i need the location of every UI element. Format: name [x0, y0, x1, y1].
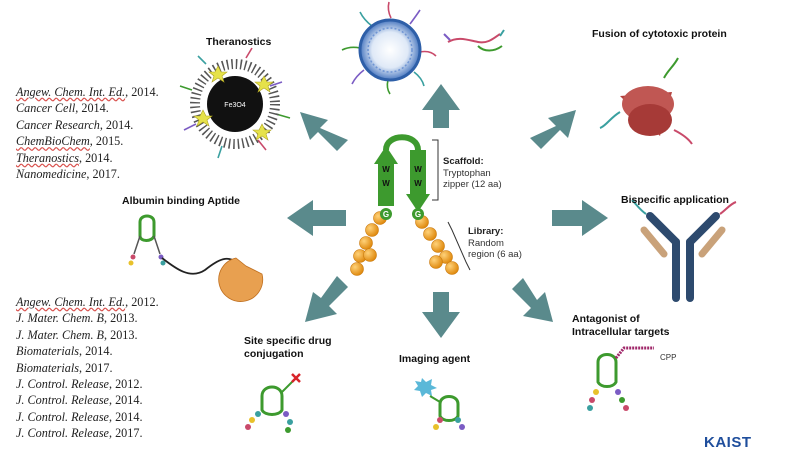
arrow-down-right: [512, 278, 553, 322]
label-site-specific: Site specific drug conjugation: [244, 335, 332, 360]
scaffold-annotation: Scaffold: Tryptophan zipper (12 aa): [443, 156, 515, 191]
arrows: [287, 84, 608, 338]
arrow-right: [552, 200, 608, 236]
residue-g: G: [415, 210, 421, 219]
residue-w: W: [414, 179, 422, 188]
cytotoxic-protein-icon: [599, 57, 693, 145]
scaffold-text: Tryptophan zipper (12 aa): [443, 167, 502, 191]
arrow-up-right: [530, 110, 576, 149]
arrow-left: [287, 200, 346, 236]
aptide-scaffold: [350, 134, 459, 276]
reference-item: Nanomedicine, 2017.: [16, 167, 120, 182]
scaffold-bracket: [432, 139, 439, 201]
residue-w: W: [382, 165, 390, 174]
bispecific-antibody-icon: [631, 199, 737, 302]
intracellular-antagonist-icon: [587, 346, 654, 411]
arrow-down: [422, 292, 460, 338]
reference-item: J. Mater. Chem. B, 2013.: [16, 311, 138, 326]
arrow-down-left: [305, 276, 348, 322]
label-imaging: Imaging agent: [399, 353, 471, 365]
scaffold-title: Scaffold:: [443, 156, 484, 167]
cpp-label: CPP: [660, 353, 676, 362]
arrow-up: [422, 84, 460, 128]
label-albumin: Albumin binding Aptide: [122, 195, 241, 207]
references-albumin: Angew. Chem. Int. Ed., 2012. J. Mater. C…: [16, 294, 159, 442]
label-antagonist: Antagonist of Intracellular targets: [572, 313, 670, 338]
label-fusion: Fusion of cytotoxic protein: [592, 28, 727, 40]
arrow-up-left: [300, 112, 348, 151]
library-beads: [350, 211, 459, 276]
reference-item: J. Control. Release, 2017.: [16, 426, 143, 441]
reference-item: Biomaterials, 2017.: [16, 360, 113, 375]
imaging-agent-icon: [414, 378, 465, 430]
drug-conjugate-icon: [245, 373, 301, 433]
reference-item: J. Mater. Chem. B, 2013.: [16, 327, 138, 342]
reference-item: J. Control. Release, 2014.: [16, 409, 143, 424]
nanoparticle-icon: [179, 47, 291, 159]
kaist-logo: KAIST: [704, 434, 752, 451]
reference-item: ChemBioChem, 2015.: [16, 134, 124, 149]
reference-item: Cancer Cell, 2014.: [16, 101, 109, 116]
reference-item: J. Control. Release, 2014.: [16, 393, 143, 408]
reference-item: Angew. Chem. Int. Ed., 2014.: [16, 85, 159, 99]
library-annotation: Library: Random region (6 aa): [468, 226, 528, 261]
library-bracket: [447, 221, 471, 271]
reference-item: Biomaterials, 2014.: [16, 344, 113, 359]
library-text: Random region (6 aa): [468, 237, 522, 261]
residue-w: W: [414, 165, 422, 174]
liposome-icon: [341, 1, 437, 95]
free-aptide-icon: [443, 29, 505, 52]
references-theranostics: Angew. Chem. Int. Ed., 2014. Cancer Cell…: [16, 84, 159, 182]
nanoparticle-core-label: Fe3O4: [224, 102, 246, 109]
reference-item: Theranostics, 2014.: [16, 150, 113, 165]
label-theranostics: Theranostics: [206, 36, 272, 48]
reference-item: Cancer Research, 2014.: [16, 117, 134, 132]
residue-w: W: [382, 179, 390, 188]
albumin-aptide-icon: [128, 214, 264, 302]
reference-item: Angew. Chem. Int. Ed., 2012.: [16, 295, 159, 309]
library-title: Library:: [468, 226, 504, 237]
residue-g: G: [383, 210, 389, 219]
label-bispecific: Bispecific application: [621, 194, 729, 206]
reference-item: J. Control. Release, 2012.: [16, 377, 143, 392]
